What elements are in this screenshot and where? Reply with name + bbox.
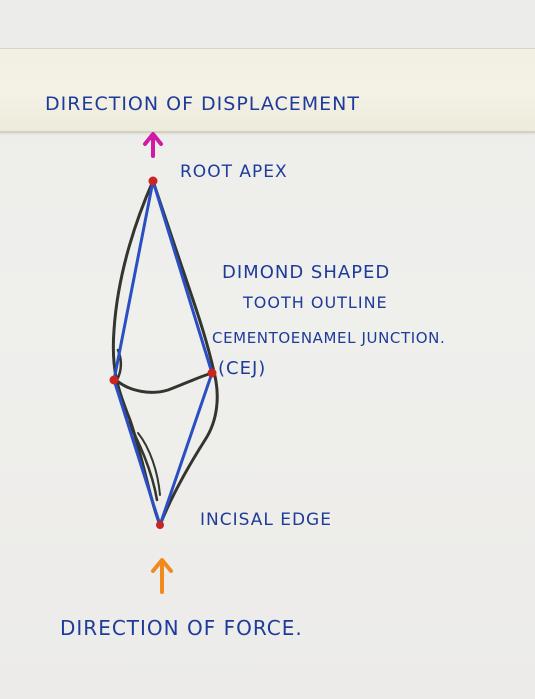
tooth-outline	[111, 179, 219, 527]
pulp-line-outer	[137, 432, 161, 496]
cej-right-point	[207, 368, 217, 378]
root-apex-label: Root Apex	[180, 162, 288, 182]
cej-label-line1: Cementoenamel Junction.	[212, 329, 446, 347]
direction-of-force-label: Direction of Force.	[60, 616, 303, 640]
tape-strip	[0, 48, 535, 133]
pulp-line-inner	[126, 420, 159, 502]
root-apex-point	[148, 176, 158, 186]
displacement-arrow-icon	[143, 132, 163, 158]
diamond-shape-label-line1: Dimond Shaped	[222, 262, 391, 283]
cej-curve	[114, 371, 214, 394]
incisal-edge-point	[156, 521, 164, 529]
diamond-outline	[112, 179, 214, 527]
force-arrow-icon	[151, 558, 173, 594]
cej-label-line2: (CEJ)	[218, 358, 267, 379]
cej-left-point	[109, 375, 119, 385]
diamond-shape-label-line2: Tooth Outline	[243, 293, 388, 312]
direction-of-displacement-label: Direction of Displacement	[45, 93, 360, 115]
incisal-edge-label: Incisal Edge	[200, 510, 332, 530]
